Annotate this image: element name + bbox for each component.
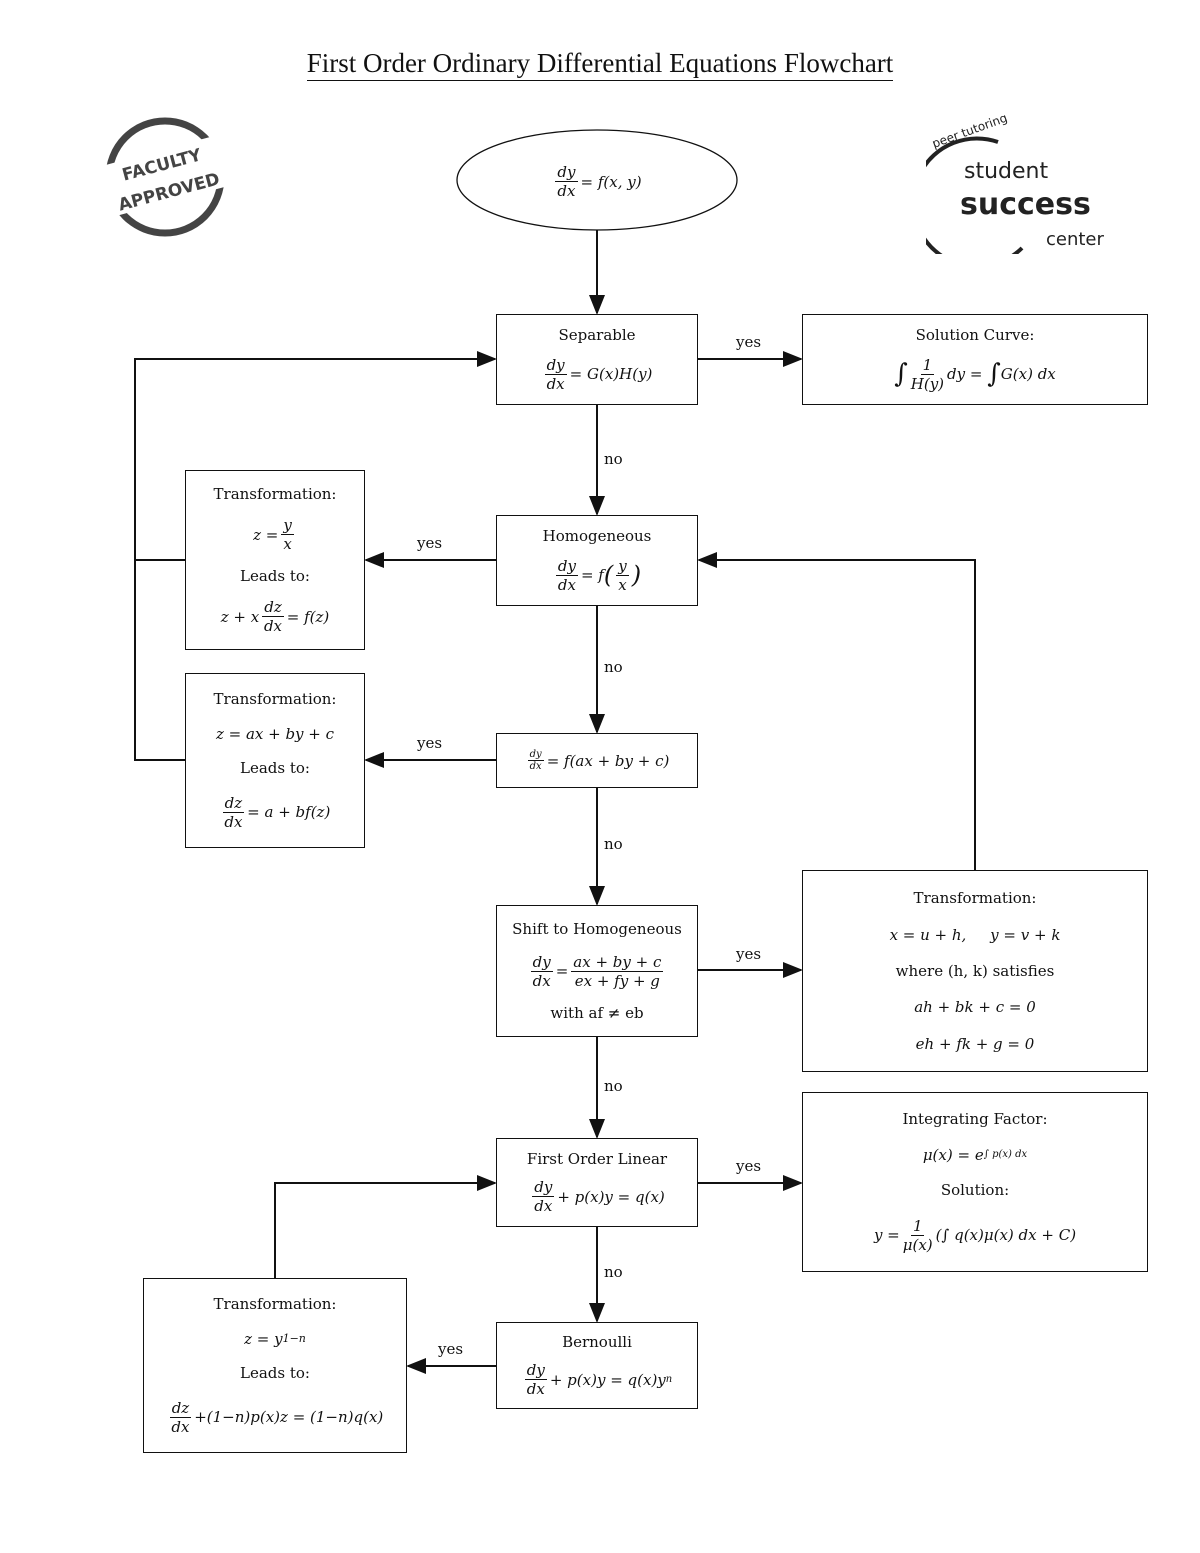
yes-label: yes [417,734,443,752]
transformation-shift-box: Transformation: x = u + h, y = v + k whe… [802,870,1148,1072]
no-label: no [604,450,623,468]
line-transform2-loop [134,560,185,761]
student-success-center-logo: peer tutoring student success center [926,102,1146,254]
yes-label: yes [417,534,443,552]
box-title: Solution Curve: [915,326,1035,345]
svg-text:student: student [964,159,1048,184]
yes-label: yes [736,1157,762,1175]
no-label: no [604,1263,623,1281]
yes-label: yes [736,945,762,963]
no-label: no [604,1077,623,1095]
yes-label: yes [736,333,762,351]
svg-text:success: success [960,187,1091,222]
box-title: Transformation: [213,1295,337,1314]
no-label: no [604,658,623,676]
faculty-approved-logo: FACULTY APPROVED [100,112,230,242]
faculty-approved-seal: FACULTY APPROVED [100,117,230,237]
transformation-linear-sub-box: Transformation: z = ax + by + c Leads to… [185,673,365,848]
box-title: Transformation: [213,690,337,709]
arrow-transform4-linear [274,1175,497,1278]
box-title: Bernoulli [562,1333,632,1351]
arrow-transforms-separable [134,351,497,561]
arrow-transform3-homogeneous [697,552,976,870]
box-title: Separable [558,326,636,345]
yes-label: yes [438,1340,464,1358]
ssc-logo-art: peer tutoring student success center [926,111,1105,254]
title-text: First Order Ordinary Differential Equati… [306,48,894,81]
box-title: Transformation: [913,889,1037,908]
box-title: Transformation: [213,484,337,503]
page-title: First Order Ordinary Differential Equati… [0,48,1200,81]
box-title: Integrating Factor: [902,1110,1048,1129]
svg-text:center: center [1046,229,1105,250]
svg-text:peer tutoring: peer tutoring [930,111,1009,151]
box-title: Homogeneous [542,527,652,546]
integrating-factor-box: Integrating Factor: μ(x) = e∫ p(x) dx So… [802,1092,1148,1272]
no-label: no [604,835,623,853]
box-title: Shift to Homogeneous [512,920,682,939]
box-title: First Order Linear [526,1149,668,1168]
